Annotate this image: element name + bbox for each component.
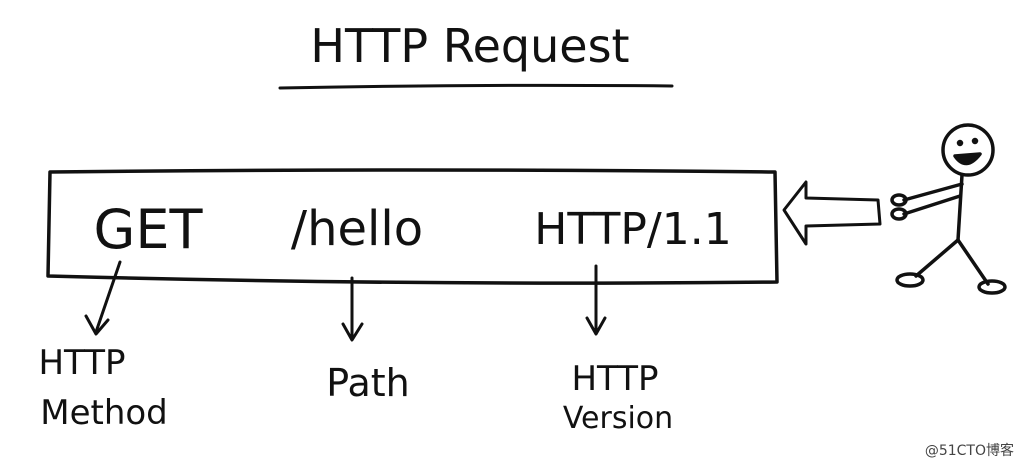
http-method-value: GET (94, 198, 204, 261)
stick-figure-eye-left (956, 139, 964, 147)
push-arrow (782, 180, 882, 246)
http-version-value: HTTP/1.1 (534, 204, 731, 255)
path-arrow (341, 276, 364, 342)
stick-figure-leg-left (914, 238, 960, 278)
method-label-line2: Method (40, 393, 168, 433)
stick-figure-hand-lower (890, 207, 908, 221)
stick-figure-eye-right (971, 137, 979, 145)
version-arrow (585, 264, 607, 336)
stick-figure-hand-upper (890, 193, 908, 207)
stick-figure-mouth (953, 152, 982, 166)
stick-figure-head (941, 123, 995, 177)
stick-figure-arm-upper (902, 182, 964, 202)
stick-figure-leg-right (956, 238, 990, 286)
stick-figure-arm-lower (902, 194, 962, 216)
path-label: Path (326, 361, 409, 405)
method-label-line1: HTTP (38, 343, 125, 383)
path-value: /hello (291, 201, 423, 257)
stick-figure-foot-left (895, 272, 925, 288)
request-line-box (46, 168, 779, 285)
version-label-line2: Version (563, 401, 673, 436)
stick-figure (890, 123, 1007, 295)
version-label-line1: HTTP (571, 359, 658, 399)
diagram-title: HTTP Request (310, 19, 629, 73)
method-arrow (84, 260, 122, 336)
watermark: @51CTO博客 (924, 443, 1014, 459)
stick-figure-foot-right (977, 279, 1007, 295)
title-underline (278, 83, 674, 90)
